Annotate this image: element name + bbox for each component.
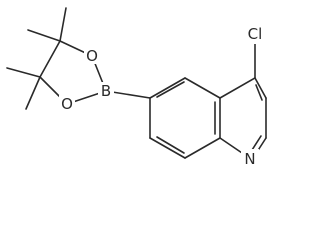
bond-c2-me4 [25, 76, 41, 110]
atom-o2-label: O [61, 95, 73, 113]
bond-c5-c6 [149, 77, 186, 99]
bond-c4a-c4 [219, 77, 256, 99]
bond-c8a-c8 [184, 137, 221, 159]
bond-c5-c4a [184, 77, 221, 99]
bond-c4-c3 [254, 77, 267, 99]
bond-c2-n-double [251, 135, 262, 151]
bond-c8-c7 [149, 137, 186, 159]
bond-c5-c6-double [156, 81, 185, 98]
atom-b-backdrop [98, 82, 114, 100]
structure-canvas: O O B Cl N [6, 7, 267, 169]
atom-b-label: B [101, 82, 111, 100]
atom-cl-label: Cl [248, 25, 263, 43]
atom-n-backdrop [241, 149, 259, 169]
atom-o2-backdrop [59, 95, 75, 113]
atom-cl-backdrop [243, 24, 267, 44]
atom-o1-backdrop [84, 46, 100, 64]
atom-n-label: N [244, 150, 255, 168]
bond-c4-c3-double [255, 84, 263, 101]
molecule-diagram: O O B Cl N [6, 7, 267, 169]
bond-c2-me3 [6, 67, 41, 78]
bond-c1-me1 [59, 7, 67, 42]
atom-o1-label: O [86, 47, 98, 65]
bond-c8-c7-double [156, 136, 185, 154]
bond-n-c8a [219, 137, 246, 156]
bond-c1-me2 [27, 29, 61, 42]
bond-c1-c2 [39, 40, 61, 78]
